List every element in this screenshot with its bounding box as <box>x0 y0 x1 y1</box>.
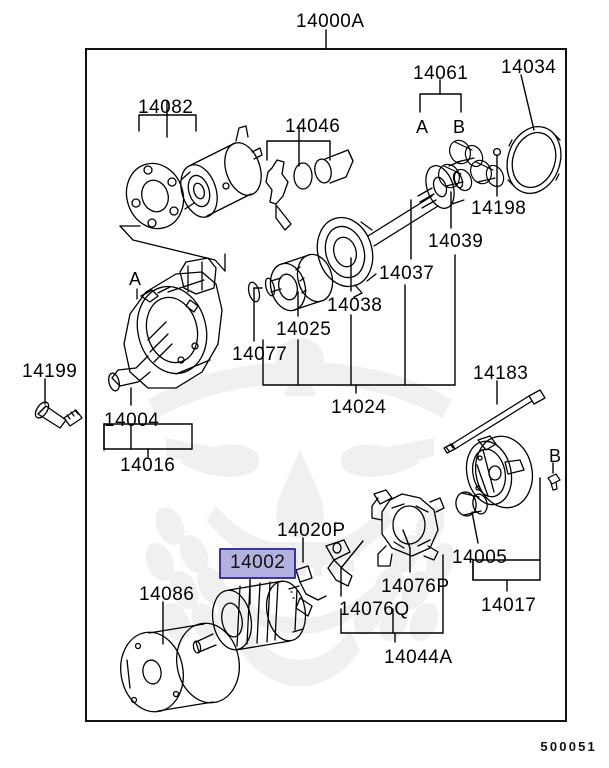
callout-14017[interactable]: 14017 <box>481 595 537 616</box>
callout-14086[interactable]: 14086 <box>139 584 195 605</box>
callout-14082[interactable]: 14082 <box>138 97 194 118</box>
callout-14000A[interactable]: 14000A <box>296 11 365 32</box>
callout-14034[interactable]: 14034 <box>501 57 557 78</box>
callout-14044A[interactable]: 14044A <box>384 647 453 668</box>
callout-14002-highlighted[interactable]: 14002 <box>219 548 297 579</box>
diagram-frame <box>85 48 567 722</box>
callout-14061-b: B <box>453 117 466 137</box>
callout-b-mark: B <box>549 446 562 466</box>
callout-14183[interactable]: 14183 <box>473 363 529 384</box>
sheet-code: 500051 <box>540 739 597 754</box>
callout-14076Q[interactable]: 14076Q <box>339 599 410 620</box>
callout-14024[interactable]: 14024 <box>331 397 387 418</box>
callout-14038[interactable]: 14038 <box>327 295 383 316</box>
callout-a-mark: A <box>129 269 142 289</box>
callout-14198[interactable]: 14198 <box>471 198 527 219</box>
callout-14020P[interactable]: 14020P <box>277 520 346 541</box>
callout-14039[interactable]: 14039 <box>428 231 484 252</box>
callout-14061[interactable]: 14061 <box>413 63 469 84</box>
callout-14016[interactable]: 14016 <box>120 455 176 476</box>
callout-14061-a: A <box>416 117 429 137</box>
callout-14005[interactable]: 14005 <box>452 547 508 568</box>
callout-14199[interactable]: 14199 <box>22 361 78 382</box>
callout-14076P[interactable]: 14076P <box>381 576 450 597</box>
callout-14077[interactable]: 14077 <box>232 344 288 365</box>
callout-14046[interactable]: 14046 <box>285 116 341 137</box>
callout-14025[interactable]: 14025 <box>276 319 332 340</box>
callout-14037[interactable]: 14037 <box>379 263 435 284</box>
callout-14004[interactable]: 14004 <box>104 410 160 431</box>
